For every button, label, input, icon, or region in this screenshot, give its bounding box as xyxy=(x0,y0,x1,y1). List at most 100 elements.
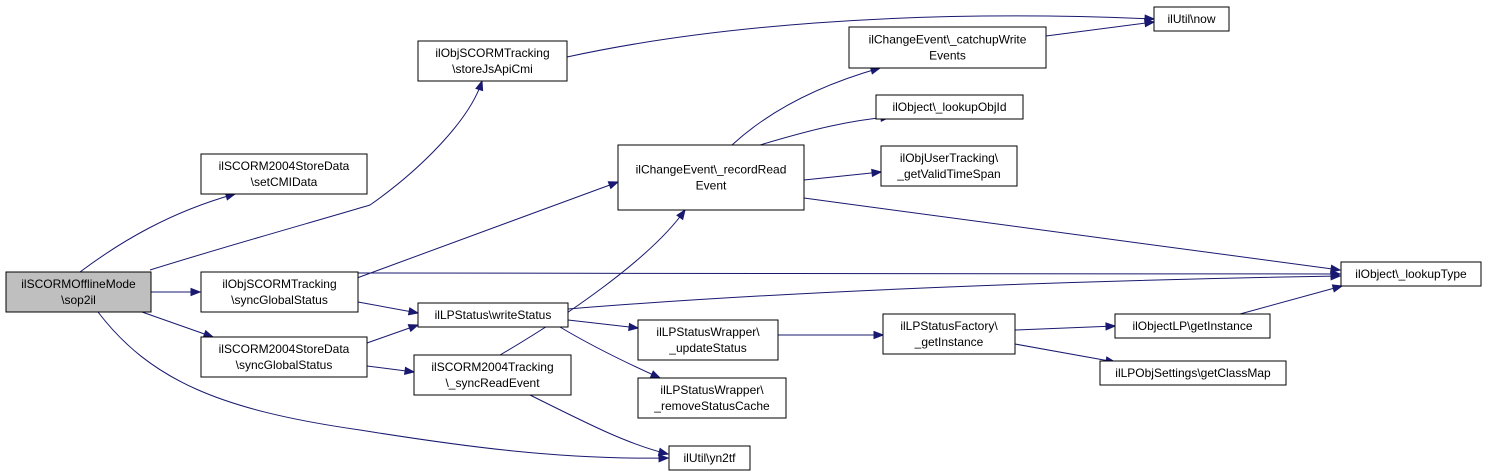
edge-objSyncGlobalStatus-to-writeStatus xyxy=(357,301,420,316)
edge-objectLPGetInstance-to-lookupType xyxy=(1239,284,1344,315)
arrowhead-icon xyxy=(407,324,420,333)
edge-line xyxy=(149,80,483,271)
node-storeJsApiCmi[interactable]: ilObjSCORMTracking\storeJsApiCmi xyxy=(417,40,568,82)
edge-line xyxy=(499,209,686,356)
edge-writeStatus-to-lookupType xyxy=(567,271,1342,310)
edge-line xyxy=(1045,21,1155,37)
node-box xyxy=(1340,261,1482,287)
node-box xyxy=(617,144,805,211)
node-label: ilObjSCORMTracking xyxy=(222,277,336,291)
edge-catchupWriteEvents-to-now xyxy=(1045,19,1156,37)
arrowhead-icon xyxy=(657,447,670,456)
node-yn2tf[interactable]: ilUtil\yn2tf xyxy=(668,445,751,471)
arrowhead-icon xyxy=(407,307,420,316)
node-box xyxy=(417,302,569,328)
node-box xyxy=(882,313,1016,355)
node-label: ilObject\_lookupType xyxy=(1355,267,1467,281)
node-label: _removeStatusCache xyxy=(653,399,770,413)
node-label: \syncGlobalStatus xyxy=(236,358,333,372)
edge-line xyxy=(731,67,881,146)
edge-sop2il-to-yn2tf xyxy=(97,311,670,463)
arrowhead-icon xyxy=(1105,322,1117,331)
node-label: ilSCORMOfflineMode xyxy=(21,277,136,291)
edge-recordReadEvent-to-lookupType xyxy=(803,197,1342,273)
node-sop2il[interactable]: ilSCORMOfflineMode \sop2il xyxy=(5,271,152,313)
edge-line xyxy=(529,394,669,455)
node-label: Events xyxy=(929,49,966,63)
arrowhead-icon xyxy=(1329,264,1342,273)
arrowhead-icon xyxy=(404,366,416,375)
edge-line xyxy=(559,326,661,379)
node-box xyxy=(875,94,1024,120)
node-label: ilObjectLP\getInstance xyxy=(1132,319,1252,333)
node-lookupObjId[interactable]: ilObject\_lookupObjId xyxy=(875,94,1024,120)
node-label: ilObject\_lookupObjId xyxy=(892,100,1006,114)
edge-sop2il-to-setCMIData xyxy=(79,192,237,273)
arrowhead-icon xyxy=(649,370,662,379)
edge-recordReadEvent-to-getValidTimeSpan xyxy=(803,168,883,181)
node-now[interactable]: ilUtil\now xyxy=(1153,6,1230,32)
arrowhead-icon xyxy=(607,181,620,190)
node-label: ilObjSCORMTracking xyxy=(435,46,549,60)
node-updateStatus[interactable]: ilLPStatusWrapper\_updateStatus xyxy=(637,319,779,361)
arrowhead-icon xyxy=(873,330,885,340)
node-box xyxy=(880,145,1018,187)
edge-updateStatus-to-factoryGetInstance xyxy=(778,330,885,340)
arrowhead-icon xyxy=(1144,19,1156,28)
node-box xyxy=(637,377,787,419)
edge-recordReadEvent-to-catchupWriteEvents xyxy=(731,66,882,146)
node-lookupType[interactable]: ilObject\_lookupType xyxy=(1340,261,1482,287)
node-setCMIData[interactable]: ilSCORM2004StoreData \setCMIData xyxy=(200,153,368,195)
node-factoryGetInstance[interactable]: ilLPStatusFactory\ _getInstance xyxy=(882,313,1016,355)
edge-line xyxy=(759,116,891,146)
arrowhead-icon xyxy=(628,322,640,332)
node-label: \_syncReadEvent xyxy=(445,376,540,390)
node-label: ilSCORM2004StoreData xyxy=(219,159,350,173)
node-label: Event xyxy=(696,179,727,193)
node-removeStatusCache[interactable]: ilLPStatusWrapper\_removeStatusCache xyxy=(637,377,787,419)
node-storeSyncGlobalStatus[interactable]: ilSCORM2004StoreData\syncGlobalStatus xyxy=(200,336,368,378)
node-getValidTimeSpan[interactable]: ilObjUserTracking\_getValidTimeSpan xyxy=(880,145,1018,187)
node-getClassMap[interactable]: ilLPObjSettings\getClassMap xyxy=(1099,360,1287,386)
node-label: ilSCORM2004Tracking xyxy=(431,360,553,374)
node-box xyxy=(413,354,572,396)
edge-recordReadEvent-to-lookupObjId xyxy=(759,113,892,146)
arrowhead-icon xyxy=(676,208,686,221)
node-box xyxy=(417,40,568,82)
node-box xyxy=(200,271,359,313)
node-label: ilUtil\yn2tf xyxy=(683,451,736,465)
node-label: ilUtil\now xyxy=(1167,12,1215,26)
nodes-layer: ilSCORMOfflineMode \sop2il ilSCORM2004Stor… xyxy=(5,6,1482,471)
edge-line xyxy=(567,319,639,329)
edge-objSyncGlobalStatus-to-recordReadEvent xyxy=(356,181,620,279)
node-label: ilLPObjSettings\getClassMap xyxy=(1115,366,1271,380)
node-label: _getValidTimeSpan xyxy=(896,167,1000,181)
arrowhead-icon xyxy=(1330,271,1342,281)
node-objSyncGlobalStatus[interactable]: ilObjSCORMTracking\syncGlobalStatus xyxy=(200,271,359,313)
node-label: ilLPStatusFactory\ xyxy=(900,319,998,333)
node-label: ilLPStatusWrapper\ xyxy=(656,325,760,339)
node-writeStatus[interactable]: ilLPStatus\writeStatus xyxy=(417,302,569,328)
node-label: \setCMIData xyxy=(251,175,318,189)
edge-line xyxy=(1014,343,1116,363)
node-box xyxy=(668,445,751,471)
edge-line xyxy=(1239,285,1343,315)
edge-syncReadEvent-to-recordReadEvent xyxy=(499,208,686,356)
edge-line xyxy=(141,311,214,338)
edge-line xyxy=(79,193,236,273)
edge-line xyxy=(567,275,1341,310)
node-label: _getInstance xyxy=(914,335,984,349)
node-box xyxy=(1153,6,1230,32)
edge-objSyncGlobalStatus-to-lookupType xyxy=(357,269,1342,279)
node-label: \sop2il xyxy=(61,293,96,307)
arrowhead-icon xyxy=(658,453,670,463)
edge-line xyxy=(1014,325,1116,331)
node-box xyxy=(848,26,1047,69)
edge-line xyxy=(357,301,419,314)
node-objectLPGetInstance[interactable]: ilObjectLP\getInstance xyxy=(1114,313,1271,339)
node-box xyxy=(637,319,779,361)
node-box xyxy=(1099,360,1287,386)
node-syncReadEvent[interactable]: ilSCORM2004Tracking \_syncReadEvent xyxy=(413,354,572,396)
